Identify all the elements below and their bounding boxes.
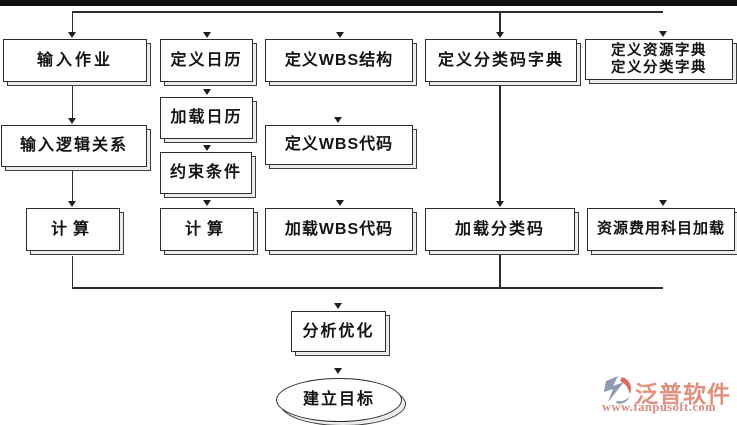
arrowhead-into-load-wbs-code [335,200,344,206]
arrowhead-into-input-logic [68,118,76,124]
flow-node-define-calendar: 定义日历 [160,39,253,82]
watermark-url-text: www.fanpusoft.com [602,400,717,414]
flow-node-label: 定义WBS结构 [284,51,394,69]
flow-node-label: 加载日历 [170,109,243,127]
connector-line-drop-into-input-job [71,11,74,33]
arrowhead-into-define-wbs-structure [335,32,344,38]
flow-node-label: 资源费用科目加载 [596,220,725,238]
arrowhead-into-analyze-optimize [333,303,342,309]
flow-node-label: 输入作业 [36,51,113,69]
connector-line-bottom-collector-line [72,287,663,289]
arrowhead-into-calc-schedule [68,201,76,207]
arrowhead-into-define-wbs-code [333,117,342,123]
arrowhead-into-calc-calendar [202,200,211,206]
flow-node-label-line2: 定义分类字典 [611,59,707,76]
flow-node-label: 定义资源字典 [611,43,707,60]
arrowhead-into-define-classcode-dict [495,32,504,38]
connector-line-top-distribution-line [72,11,663,13]
arrowhead-into-load-classcode [495,201,504,207]
flow-node-load-classcode: 加载分类码 [425,208,575,251]
arrowhead-into-load-resource-cost [658,200,667,206]
connector-line-classdict-to-loadclass [499,86,501,201]
arrowhead-into-establish-target [333,368,342,374]
flow-node-label: 计算 [50,220,95,238]
flow-node-establish-target: 建立目标 [276,378,402,422]
flow-node-label: 定义WBS代码 [284,136,394,154]
flow-node-label: 约束条件 [169,164,242,182]
flow-node-input-job: 输入作业 [3,39,147,82]
flow-node-calc-calendar: 计算 [160,208,254,251]
flow-node-define-classcode-dict: 定义分类码字典 [425,39,577,82]
arrowhead-into-define-calendar [202,32,211,38]
arrowhead-into-define-resource-dict [658,31,667,37]
connector-line-input-logic-to-calc [71,169,74,201]
flow-node-load-wbs-code: 加载WBS代码 [265,208,413,251]
flow-node-label: 加载WBS代码 [284,220,394,238]
flow-node-define-wbs-structure: 定义WBS结构 [265,39,413,82]
flow-node-calc-schedule: 计算 [26,208,120,251]
connector-line-loadclass-down-elbow [499,255,501,288]
flow-node-load-calendar: 加载日历 [160,97,253,139]
arrowhead-into-input-job [68,32,76,38]
flow-node-define-wbs-code: 定义WBS代码 [265,125,413,165]
flow-node-label: 建立目标 [302,391,375,409]
flow-node-define-resource-dict: 定义资源字典定义分类字典 [585,39,733,80]
arrowhead-into-constraints [202,145,211,151]
connector-line-calc-down-elbow [71,256,74,288]
flow-node-analyze-optimize: 分析优化 [291,311,386,352]
connector-line-input-job-to-input-logic [71,84,74,118]
top-border-bar [0,0,737,6]
flow-node-label: 分析优化 [302,322,375,340]
flow-node-label: 输入逻辑关系 [19,137,128,155]
flow-node-label: 计算 [184,220,229,238]
fanpu-logo-icon [604,376,632,404]
connector-line-drop-into-classcode-dict [499,11,501,33]
arrowhead-into-load-calendar [202,89,211,95]
flow-node-label: 定义分类码字典 [437,51,564,69]
flow-node-input-logic: 输入逻辑关系 [1,125,147,167]
flow-node-label: 加载分类码 [454,220,545,238]
flow-node-constraints: 约束条件 [160,152,252,194]
watermark-brand-text: 泛普软件 [635,381,731,407]
flow-node-load-resource-cost-accounts: 资源费用科目加载 [587,208,735,251]
flow-node-label: 定义日历 [170,51,243,69]
